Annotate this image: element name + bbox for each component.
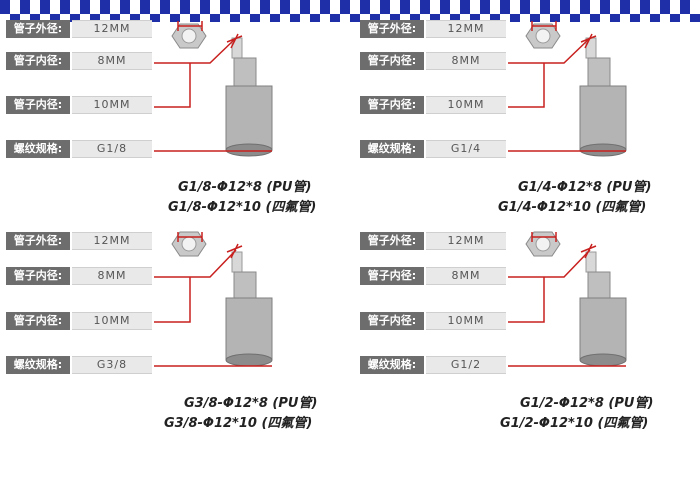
decorative-top-band bbox=[0, 0, 700, 22]
spec-panel-g1-2: 管子外径:12MM 管子内径:8MM 管子内径:10MM 螺纹规格:G1/2 G… bbox=[354, 220, 700, 440]
fitting-illustration bbox=[154, 231, 273, 367]
model-caption-ptfe: G1/4-Φ12*10 (四氟管) bbox=[498, 200, 647, 215]
spec-row-inner-diameter-alt: 管子内径:10MM bbox=[360, 96, 510, 114]
leader-lines bbox=[508, 232, 626, 367]
spec-row-outer-diameter: 管子外径:12MM bbox=[6, 20, 156, 38]
model-caption-ptfe: G1/2-Φ12*10 (四氟管) bbox=[500, 416, 649, 431]
pipe-fitting-icon bbox=[225, 251, 273, 367]
spec-panel-g3-8: 管子外径:12MM 管子内径:8MM 管子内径:10MM 螺纹规格:G3/8 G… bbox=[0, 220, 350, 440]
fitting-illustration bbox=[154, 21, 273, 157]
spec-row-thread: 螺纹规格:G1/4 bbox=[360, 140, 510, 158]
spec-panel-g1-4: 管子外径:12MM 管子内径:8MM 管子内径:10MM 螺纹规格:G1/4 G… bbox=[354, 0, 700, 220]
leader-lines bbox=[154, 232, 272, 367]
spec-row-outer-diameter: 管子外径:12MM bbox=[6, 232, 156, 250]
spec-row-inner-diameter: 管子内径:8MM bbox=[360, 267, 510, 285]
spec-row-thread: 螺纹规格:G1/2 bbox=[360, 356, 510, 374]
pipe-fitting-icon bbox=[579, 251, 627, 367]
pipe-fitting-icon bbox=[225, 37, 273, 157]
spec-row-inner-diameter: 管子内径:8MM bbox=[6, 52, 156, 70]
fitting-illustration bbox=[508, 231, 627, 367]
leader-lines bbox=[508, 21, 626, 152]
hex-nut-icon bbox=[525, 23, 561, 49]
leader-lines bbox=[154, 21, 272, 152]
spec-row-inner-diameter-alt: 管子内径:10MM bbox=[6, 312, 156, 330]
spec-row-thread: 螺纹规格:G1/8 bbox=[6, 140, 156, 158]
spec-row-outer-diameter: 管子外径:12MM bbox=[360, 232, 510, 250]
fitting-illustration bbox=[508, 21, 627, 157]
model-caption-ptfe: G3/8-Φ12*10 (四氟管) bbox=[164, 416, 313, 431]
model-caption-pu: G1/4-Φ12*8 (PU管) bbox=[518, 180, 652, 195]
hex-nut-icon bbox=[525, 231, 561, 257]
model-caption-pu: G3/8-Φ12*8 (PU管) bbox=[184, 396, 318, 411]
spec-row-thread: 螺纹规格:G3/8 bbox=[6, 356, 156, 374]
spec-row-inner-diameter-alt: 管子内径:10MM bbox=[360, 312, 510, 330]
model-caption-ptfe: G1/8-Φ12*10 (四氟管) bbox=[168, 200, 317, 215]
spec-row-inner-diameter: 管子内径:8MM bbox=[6, 267, 156, 285]
spec-row-outer-diameter: 管子外径:12MM bbox=[360, 20, 510, 38]
spec-row-inner-diameter-alt: 管子内径:10MM bbox=[6, 96, 156, 114]
spec-row-inner-diameter: 管子内径:8MM bbox=[360, 52, 510, 70]
hex-nut-icon bbox=[171, 231, 207, 257]
pipe-fitting-icon bbox=[579, 37, 627, 157]
spec-panel-g1-8: 管子外径:12MM 管子内径:8MM 管子内径:10MM 螺纹规格:G1/8 G… bbox=[0, 0, 350, 220]
model-caption-pu: G1/8-Φ12*8 (PU管) bbox=[178, 180, 312, 195]
model-caption-pu: G1/2-Φ12*8 (PU管) bbox=[520, 396, 654, 411]
hex-nut-icon bbox=[171, 23, 207, 49]
